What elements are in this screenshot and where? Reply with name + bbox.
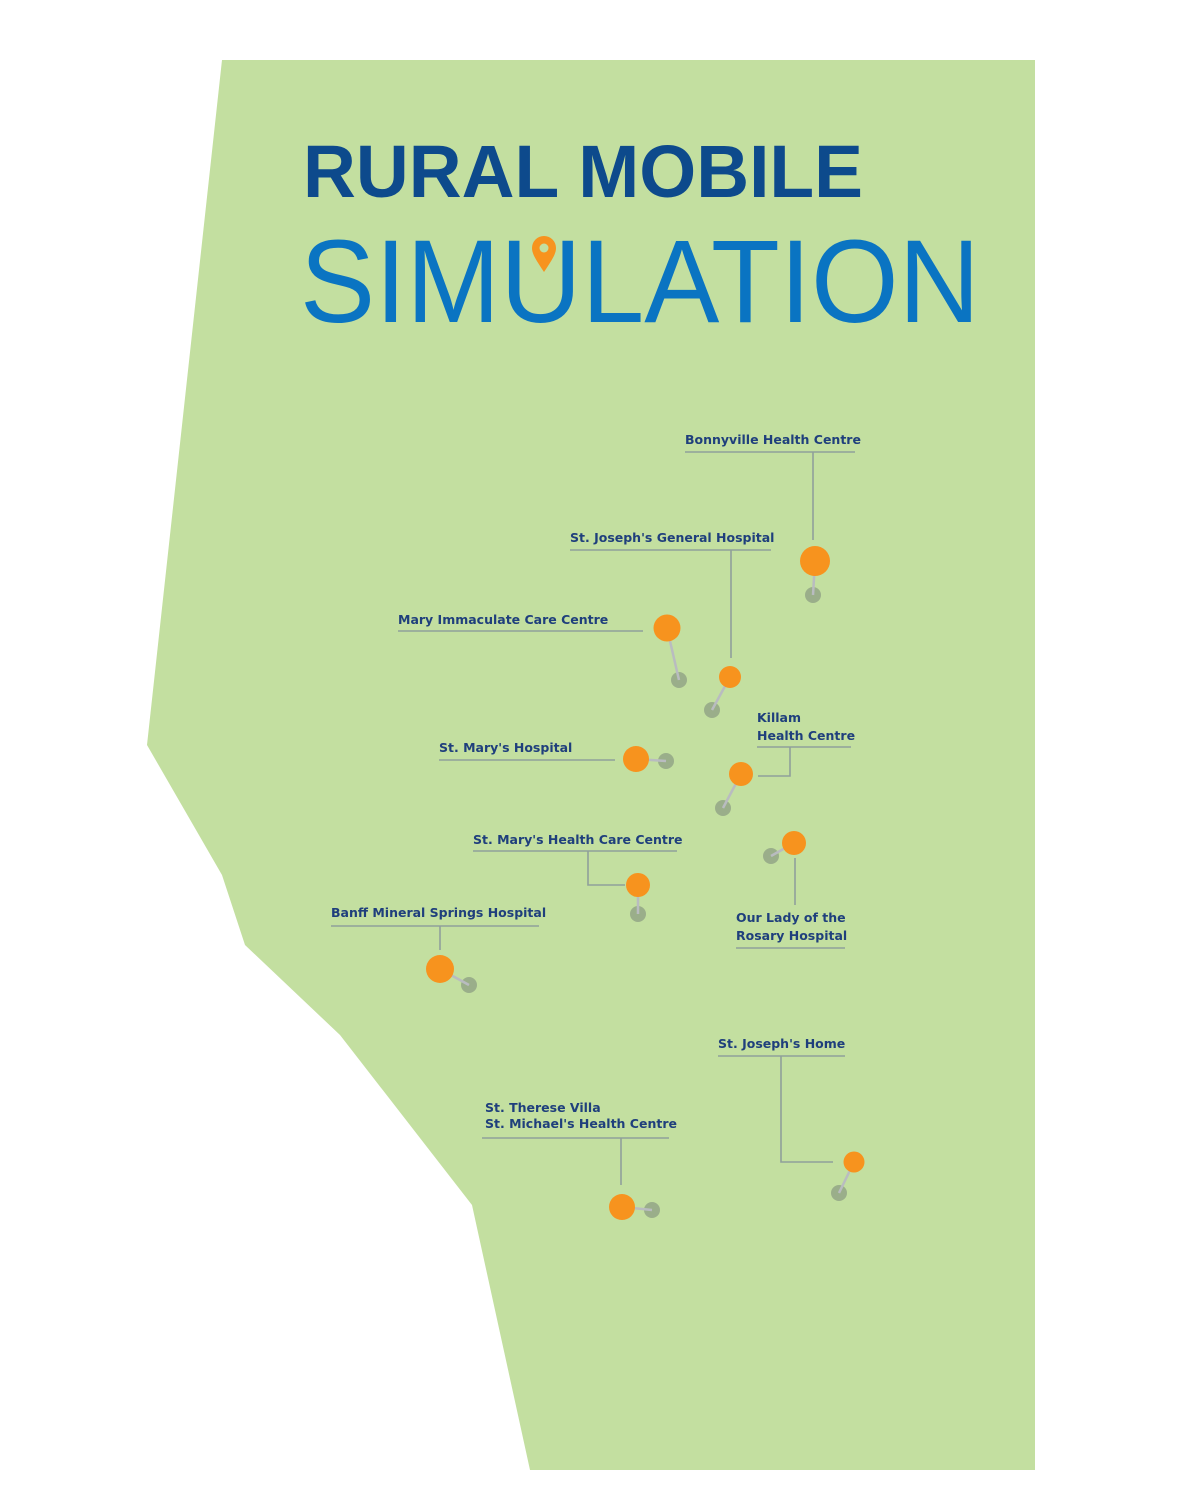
- site-banff-mineral-springs[interactable]: Banff Mineral Springs Hospital: [331, 905, 546, 993]
- site-label: St. Mary's Hospital: [439, 740, 572, 755]
- site-label-line1: Killam: [757, 710, 801, 725]
- map-pin-icon[interactable]: [653, 614, 681, 642]
- site-label-line1: Our Lady of the: [736, 910, 846, 925]
- site-st-josephs-home[interactable]: St. Joseph's Home: [718, 1036, 865, 1201]
- site-our-lady-of-the-rosary[interactable]: Our Lady of the Rosary Hospital: [736, 831, 847, 949]
- site-label-line1: St. Therese Villa: [485, 1100, 601, 1115]
- map-pin-icon[interactable]: [782, 831, 806, 855]
- map-pin-icon[interactable]: [800, 546, 830, 576]
- site-label: Bonnyville Health Centre: [685, 432, 861, 447]
- title-location-pin-icon: [532, 236, 556, 272]
- site-label-line2: St. Michael's Health Centre: [485, 1116, 677, 1131]
- map-pin-icon[interactable]: [843, 1151, 865, 1173]
- site-st-josephs-general[interactable]: St. Joseph's General Hospital: [570, 530, 774, 718]
- site-st-marys-health-care-centre[interactable]: St. Mary's Health Care Centre: [473, 832, 683, 922]
- title-line1: RURAL MOBILE: [303, 130, 863, 213]
- site-st-therese-st-michaels[interactable]: St. Therese Villa St. Michael's Health C…: [482, 1100, 677, 1220]
- site-label: Banff Mineral Springs Hospital: [331, 905, 546, 920]
- site-bonnyville[interactable]: Bonnyville Health Centre: [685, 432, 861, 603]
- map-pin-icon[interactable]: [626, 873, 650, 897]
- map-pin-icon[interactable]: [426, 955, 454, 983]
- map-pin-icon[interactable]: [623, 746, 649, 772]
- site-killam[interactable]: Killam Health Centre: [715, 710, 855, 816]
- map-pin-icon[interactable]: [729, 762, 753, 786]
- site-label: St. Joseph's Home: [718, 1036, 845, 1051]
- site-label-line2: Health Centre: [757, 728, 855, 743]
- site-st-marys-hospital[interactable]: St. Mary's Hospital: [439, 740, 674, 772]
- site-label: St. Joseph's General Hospital: [570, 530, 774, 545]
- province-shape: [147, 60, 1035, 1470]
- title-line2: SIMULATION: [300, 216, 980, 348]
- site-label: St. Mary's Health Care Centre: [473, 832, 683, 847]
- map-pin-icon[interactable]: [609, 1194, 635, 1220]
- site-label: Mary Immaculate Care Centre: [398, 612, 608, 627]
- site-label-line2: Rosary Hospital: [736, 928, 847, 943]
- site-mary-immaculate[interactable]: Mary Immaculate Care Centre: [398, 612, 687, 688]
- map-pin-icon[interactable]: [719, 666, 741, 688]
